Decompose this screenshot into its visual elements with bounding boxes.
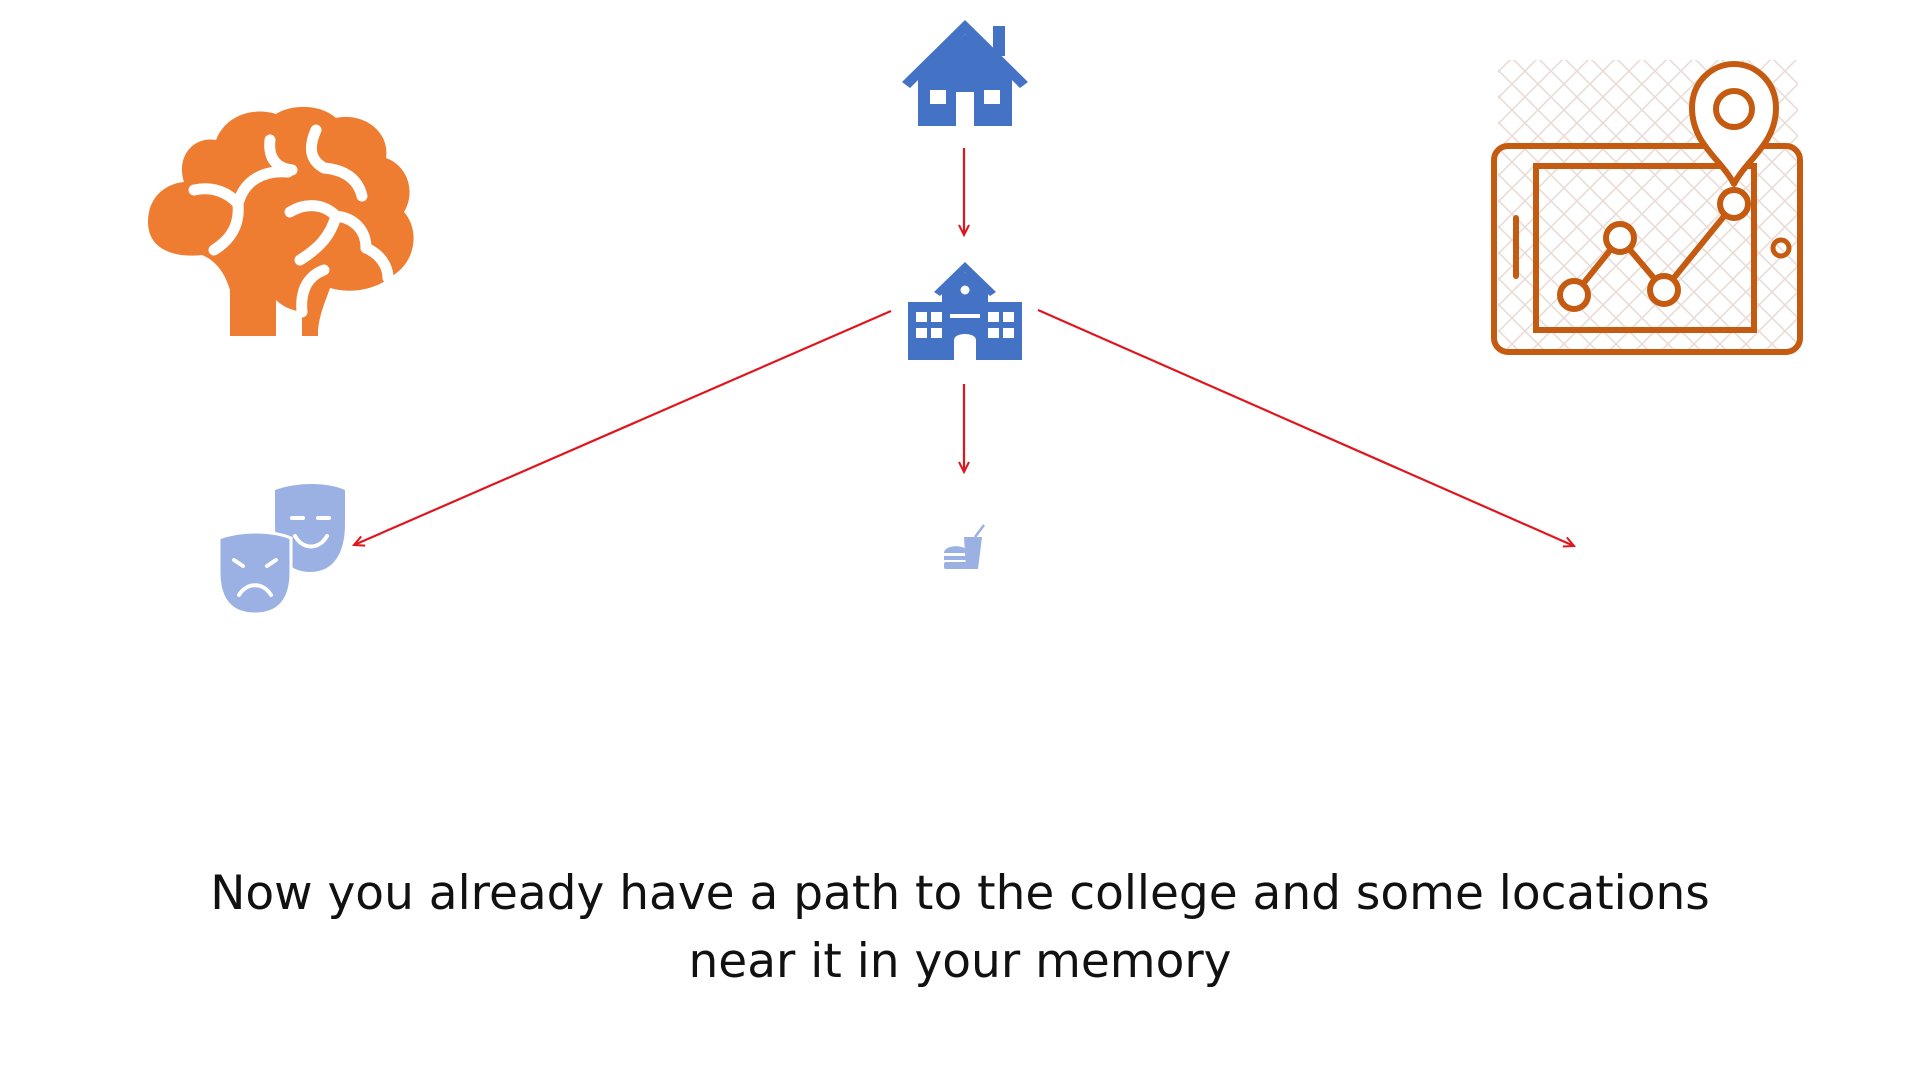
theater-masks-icon bbox=[217, 484, 345, 615]
arrow-school-to-right bbox=[1037, 308, 1577, 548]
fast-food-icon bbox=[944, 524, 985, 569]
caption-text: Now you already have a path to the colle… bbox=[160, 860, 1760, 996]
school-building-icon bbox=[908, 262, 1022, 360]
brain-icon bbox=[148, 106, 414, 336]
arrow-school-to-theater bbox=[351, 309, 892, 547]
house-icon bbox=[902, 20, 1028, 126]
caption-line-1: Now you already have a path to the colle… bbox=[210, 866, 1710, 921]
caption-line-2: near it in your memory bbox=[688, 934, 1232, 989]
phone-map-route-icon bbox=[1491, 60, 1803, 355]
